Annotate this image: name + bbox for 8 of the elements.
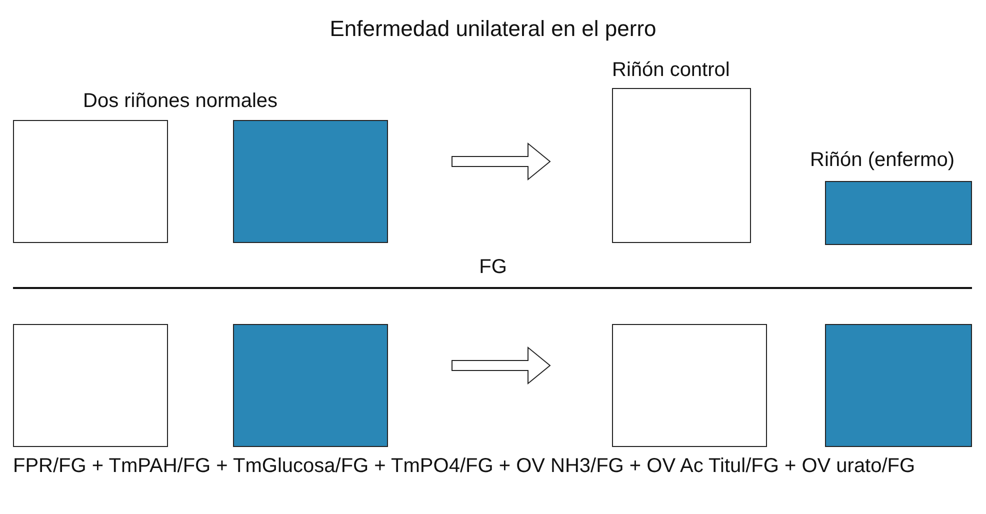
hollow-arrow xyxy=(452,346,551,385)
note-text: FPR/FG + TmPAH/FG + TmGlucosa/FG + TmPO4/FG + OV NH3/FG + OV Ac Titul/FG + OV urato/FG xyxy=(13,455,916,478)
divider-label: FG xyxy=(478,256,508,279)
group-heading: Dos riñones normales xyxy=(83,90,278,113)
kidney-heading: Riñón (enfermo) xyxy=(810,149,955,172)
kidney-heading: Riñón control xyxy=(612,59,730,82)
hollow-arrow xyxy=(452,142,551,181)
diagram-title: Enfermedad unilateral en el perro xyxy=(328,16,658,42)
